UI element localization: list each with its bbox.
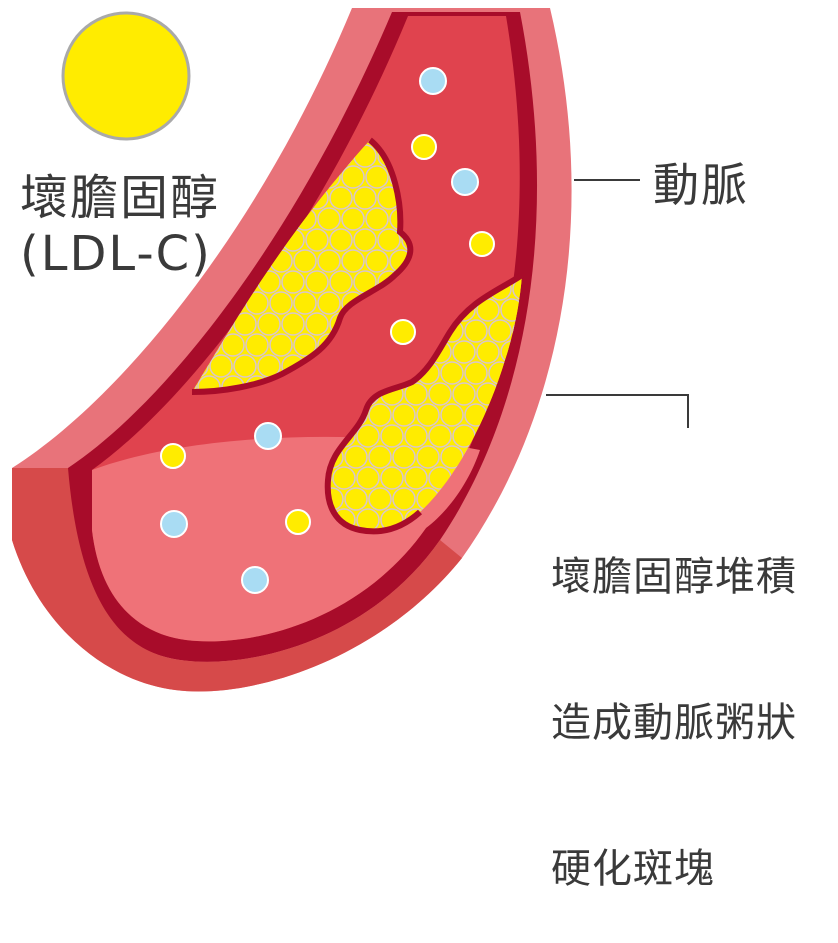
plaque-fat-cell [405, 467, 427, 489]
plaque-fat-cell [489, 320, 511, 342]
ldl-particle [161, 444, 185, 468]
plaque-fat-cell [441, 404, 463, 426]
plaque-fat-cell [417, 404, 439, 426]
plaque-fat-cell [345, 446, 367, 468]
blue-blood-cell [242, 567, 268, 593]
plaque-fat-cell [222, 334, 244, 356]
blue-blood-cell [420, 68, 446, 94]
plaque-fat-cell [465, 362, 487, 384]
plaque-leader-line [546, 395, 688, 428]
plaque-fat-cell [393, 446, 415, 468]
plaque-fat-cell [453, 383, 475, 405]
plaque-fat-cell [393, 488, 415, 510]
plaque-fat-cell [306, 229, 328, 251]
plaque-fat-cell [417, 446, 439, 468]
plaque-fat-cell [369, 404, 391, 426]
ldl-particle [286, 510, 310, 534]
plaque-fat-cell [210, 355, 232, 377]
plaque-fat-cell [318, 250, 340, 272]
plaque-fat-cell [294, 292, 316, 314]
plaque-fat-cell [246, 334, 268, 356]
plaque-fat-cell [345, 488, 367, 510]
plaque-fat-cell [318, 208, 340, 230]
plaque-fat-cell [357, 425, 379, 447]
plaque-fat-cell [342, 166, 364, 188]
plaque-fat-cell [393, 404, 415, 426]
plaque-fat-cell [369, 488, 391, 510]
plaque-label-line: 壞膽固醇堆積 [551, 553, 797, 602]
plaque-fat-cell [429, 383, 451, 405]
plaque-fat-cell [282, 313, 304, 335]
plaque-fat-cell [405, 425, 427, 447]
plaque-fat-cell [333, 467, 355, 489]
plaque-fat-cell [366, 250, 388, 272]
plaque-label-line: 硬化斑塊 [551, 845, 797, 894]
plaque-label-line: 造成動脈粥狀 [551, 699, 797, 748]
plaque-fat-cell [186, 145, 208, 167]
plaque-fat-cell [210, 145, 232, 167]
ldl-subtitle: (LDL-C) [20, 226, 212, 283]
plaque-fat-cell [198, 124, 220, 146]
plaque-fat-cell [174, 124, 196, 146]
plaque-fat-cell [381, 425, 403, 447]
artery-label: 動脈 [653, 158, 749, 212]
plaque-fat-cell [306, 271, 328, 293]
plaque-fat-cell [282, 271, 304, 293]
plaque-fat-cell [222, 166, 244, 188]
plaque-fat-cell [453, 341, 475, 363]
ldl-title: 壞膽固醇 [20, 170, 220, 227]
plaque-fat-cell [378, 229, 400, 251]
plaque-fat-cell [501, 509, 523, 531]
blue-blood-cell [161, 511, 187, 537]
plaque-fat-cell [366, 166, 388, 188]
ldl-particle [412, 135, 436, 159]
plaque-fat-cell [354, 229, 376, 251]
plaque-fat-cell [381, 467, 403, 489]
plaque-fat-cell [270, 334, 292, 356]
ldl-particle [470, 232, 494, 256]
plaque-fat-cell [234, 355, 256, 377]
plaque-label: 壞膽固醇堆積 造成動脈粥狀 硬化斑塊 [551, 455, 797, 943]
plaque-fat-cell [234, 145, 256, 167]
plaque-fat-cell [318, 292, 340, 314]
plaque-fat-cell [465, 320, 487, 342]
plaque-fat-cell [342, 208, 364, 230]
plaque-fat-cell [330, 229, 352, 251]
blue-blood-cell [255, 423, 281, 449]
plaque-fat-cell [330, 271, 352, 293]
plaque-fat-cell [342, 250, 364, 272]
plaque-fat-cell [369, 446, 391, 468]
plaque-fat-cell [366, 208, 388, 230]
plaque-fat-cell [354, 187, 376, 209]
plaque-fat-cell [222, 124, 244, 146]
ldl-legend-circle [63, 13, 189, 139]
plaque-fat-cell [330, 187, 352, 209]
ldl-particle [391, 320, 415, 344]
plaque-fat-cell [246, 124, 268, 146]
plaque-fat-cell [306, 313, 328, 335]
plaque-fat-cell [477, 341, 499, 363]
plaque-fat-cell [441, 362, 463, 384]
blue-blood-cell [452, 169, 478, 195]
plaque-fat-cell [429, 425, 451, 447]
plaque-fat-cell [357, 467, 379, 489]
plaque-fat-cell [513, 488, 535, 510]
plaque-fat-cell [258, 313, 280, 335]
plaque-fat-cell [270, 292, 292, 314]
plaque-fat-cell [294, 250, 316, 272]
